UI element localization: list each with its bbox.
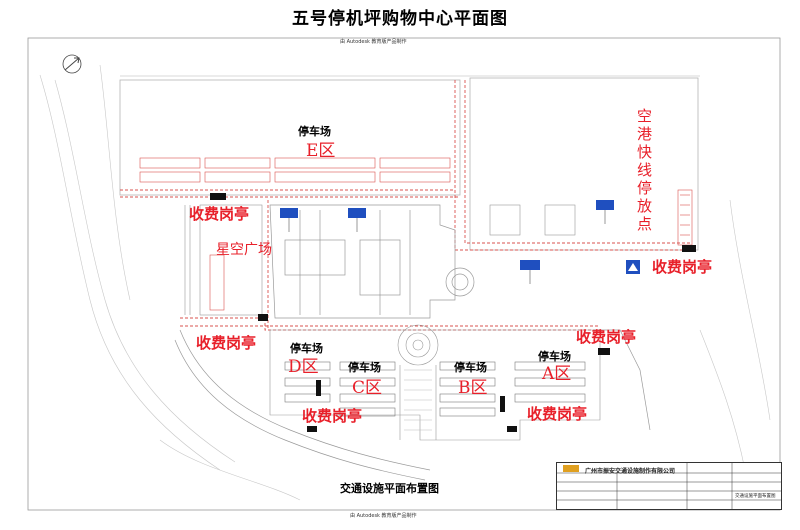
terrain-lines — [39, 64, 771, 501]
footer-note: 由 Autodesk 教育版产品制作 — [350, 513, 417, 519]
booth-markers — [210, 193, 696, 432]
parking-label-e: 停车场 — [298, 125, 331, 138]
parking-label-d: 停车场 — [290, 342, 323, 355]
booth-label-bottom-left: 收费岗亭 — [302, 407, 363, 425]
north-arrow-icon — [62, 54, 82, 74]
title-block-drawing-name: 交通设施平面布置图 — [735, 494, 776, 499]
zone-e-parking-rows — [139, 157, 451, 183]
title-block-company: 广州市振安交通设施制作有限公司 — [585, 468, 676, 475]
drawing-caption: 交通设施平面布置图 — [340, 482, 439, 495]
airport-express-boundary — [469, 77, 699, 251]
zone-label-a: A区 — [542, 364, 572, 384]
zone-label-e: E区 — [306, 141, 336, 161]
airport-express-stalls — [489, 189, 693, 246]
title-block-grid — [557, 463, 781, 509]
zone-label-d: D区 — [288, 357, 319, 377]
blue-signs — [280, 200, 640, 284]
drawing-frame — [27, 37, 781, 511]
zone-label-b: B区 — [458, 378, 488, 398]
airport-express-label: 空港快线停放点 — [635, 108, 653, 234]
booth-label-far-right: 收费岗亭 — [652, 258, 713, 276]
road-lines — [120, 80, 690, 331]
parking-label-b: 停车场 — [454, 361, 487, 374]
booth-label-middle-left: 收费岗亭 — [196, 334, 257, 352]
zone-e-boundary — [119, 79, 461, 196]
booth-label-middle-right: 收费岗亭 — [576, 328, 637, 346]
lower-parking-area — [269, 324, 601, 441]
parking-label-a: 停车场 — [538, 350, 571, 363]
page-title: 五号停机坪购物中心平面图 — [292, 9, 508, 29]
booth-label-top-left: 收费岗亭 — [189, 205, 250, 223]
header-note: 由 Autodesk 教育版产品制作 — [340, 39, 407, 45]
parking-label-c: 停车场 — [348, 361, 381, 374]
star-plaza-label: 星空广场 — [216, 242, 272, 258]
booth-label-bottom-right: 收费岗亭 — [527, 405, 588, 423]
title-block: 广州市振安交通设施制作有限公司 交通设施平面布置图 — [556, 462, 782, 510]
zone-label-c: C区 — [352, 378, 383, 398]
star-plaza-area — [184, 204, 263, 316]
central-building — [269, 204, 475, 319]
access-road — [174, 329, 651, 481]
